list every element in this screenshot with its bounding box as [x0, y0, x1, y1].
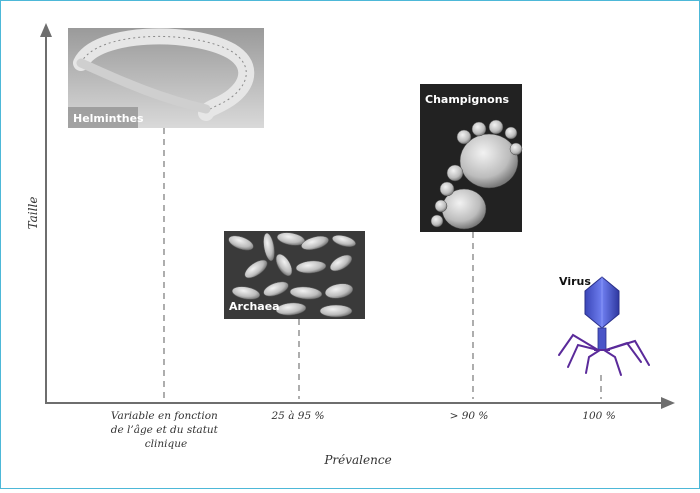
virus-image: Virus: [558, 275, 650, 376]
y-axis-label: Taille: [26, 197, 40, 230]
x-axis-label: Prévalence: [323, 453, 391, 467]
prevalence-label-archaea: 25 à 95 %: [271, 410, 325, 422]
virus-tail: [597, 327, 607, 351]
y-axis: [40, 23, 52, 403]
virus-legs: [558, 333, 650, 376]
prevalence-label-helminthes: Variable en fonction de l’âge et du stat…: [111, 410, 222, 450]
archaea-label: Archaea: [229, 300, 280, 313]
archaea-image: Archaea: [224, 231, 365, 319]
guide-lines: [163, 128, 602, 399]
champignons-label: Champignons: [425, 93, 510, 106]
x-axis: [45, 397, 675, 409]
virus-label: Virus: [559, 275, 591, 288]
prevalence-label-champignons: > 90 %: [450, 410, 489, 422]
prevalence-label-virus: 100 %: [582, 410, 615, 422]
y-axis-arrowhead: [40, 23, 52, 37]
yeast-cell-large: [459, 133, 519, 189]
helminthes-label: Helminthes: [73, 112, 144, 125]
x-axis-arrowhead: [661, 397, 675, 409]
helminthes-image: Helminthes: [68, 28, 264, 128]
champignons-image: Champignons: [420, 84, 523, 232]
